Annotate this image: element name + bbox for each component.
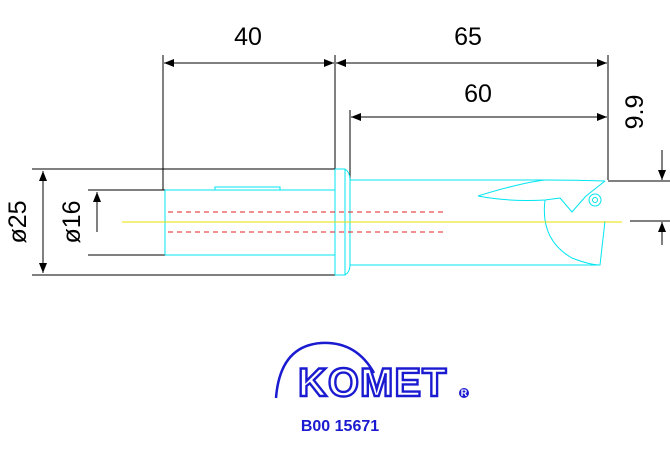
dimension-drill-depth: 60 [349,80,607,180]
tip-offset-label: 9.9 [621,95,649,130]
dimension-tip-offset: 9.9 [608,95,670,245]
coolant-channels [168,211,445,233]
komet-logo: KOMET R [274,341,469,406]
drill-depth-label: 60 [464,80,492,108]
part-number: B00 15671 [301,418,379,435]
dimension-shank-length: 40 [162,23,336,190]
dimension-outer-diameter: ø25 [4,168,335,276]
shank-diameter-label: ø16 [58,200,86,243]
registered-mark-icon [459,388,469,398]
outer-diameter-label: ø25 [4,200,32,243]
shank-length-label: 40 [234,23,262,51]
logo-arc [274,341,376,399]
dimension-shank-diameter: ø16 [58,189,165,256]
dimension-overall-length: 65 [336,23,609,180]
overall-length-label: 65 [454,23,482,51]
logo-brand-text: KOMET [298,361,447,405]
registered-mark-text: R [461,388,468,398]
